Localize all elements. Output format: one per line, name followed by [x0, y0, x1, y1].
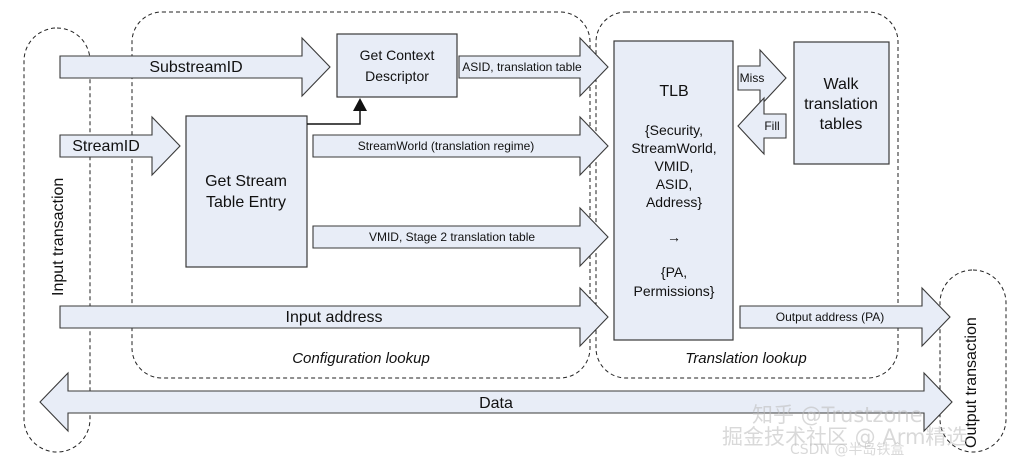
vmid-stage2-label: VMID, Stage 2 translation table [369, 230, 535, 244]
asid-table-arrow [458, 36, 609, 98]
walk-line3: tables [820, 116, 863, 133]
configuration-lookup-region [131, 11, 591, 379]
get-context-descriptor-line2: Descriptor [365, 68, 429, 84]
walk-line1: Walk [824, 76, 860, 93]
fill-arrow [737, 96, 787, 156]
stream-world-label: StreamWorld (translation regime) [358, 139, 535, 153]
ste-to-cd-connector [307, 110, 361, 125]
fill-label: Fill [764, 119, 779, 133]
get-stream-table-entry-box [185, 115, 308, 268]
translation-lookup-region [595, 11, 899, 379]
watermark-csdn: CSDN @半岛铁盒 [790, 441, 904, 458]
tlb-title: TLB [659, 83, 688, 100]
input-transaction-label: Input transaction [50, 178, 67, 296]
tlb-line-address: Address} [646, 194, 702, 210]
tlb-line-streamworld: StreamWorld, [631, 140, 716, 156]
get-stream-table-entry-line1: Get Stream [205, 173, 287, 190]
input-transaction-region [23, 27, 91, 453]
input-address-label: Input address [286, 309, 383, 326]
miss-arrow [737, 48, 787, 108]
get-context-descriptor-line1: Get Context [360, 47, 435, 63]
configuration-lookup-label: Configuration lookup [292, 350, 430, 367]
watermark-zhihu: 知乎 @Trustzone [752, 403, 923, 427]
miss-label: Miss [740, 71, 765, 85]
output-transaction-region [939, 269, 1007, 453]
stream-world-arrow [312, 115, 609, 177]
stream-id-label: StreamID [72, 138, 140, 155]
tlb-line-permissions: Permissions} [634, 283, 715, 299]
walk-translation-tables-box [793, 41, 890, 165]
get-context-descriptor-box [336, 33, 458, 98]
tlb-line-arrow: → [667, 229, 681, 245]
tlb-box [613, 40, 734, 341]
vmid-stage2-arrow [312, 206, 609, 268]
tlb-line-security: {Security, [645, 122, 703, 138]
output-address-label: Output address (PA) [776, 310, 885, 324]
walk-line2: translation [804, 96, 878, 113]
data-label: Data [479, 395, 513, 412]
stream-id-arrow [59, 115, 181, 177]
watermark-juejin: 掘金技术社区 @ Arm精选 [722, 425, 967, 449]
substream-id-arrow [59, 36, 331, 98]
tlb-line-pa: {PA, [661, 264, 687, 280]
asid-table-label: ASID, translation table [462, 60, 582, 74]
input-address-arrow [59, 286, 609, 348]
ste-to-cd-arrowhead [353, 98, 367, 111]
tlb-line-vmid: VMID, [655, 158, 694, 174]
output-transaction-label: Output transaction [963, 317, 980, 448]
translation-lookup-label: Translation lookup [685, 350, 806, 367]
substream-id-label: SubstreamID [149, 59, 242, 76]
output-address-arrow [739, 286, 951, 348]
tlb-line-asid: ASID, [656, 176, 693, 192]
data-arrow [39, 371, 953, 433]
get-stream-table-entry-line2: Table Entry [206, 194, 286, 211]
